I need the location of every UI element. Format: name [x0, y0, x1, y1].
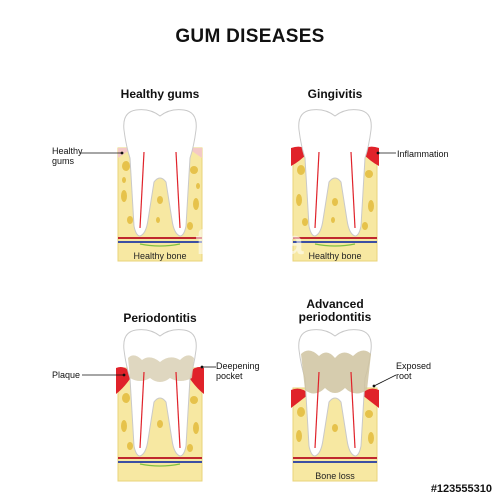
bone-spots — [296, 407, 374, 444]
leader-line-plaque — [82, 373, 126, 377]
root-canals — [314, 371, 356, 449]
tooth-diagram-advanced-periodontitis — [291, 329, 379, 482]
tooth-diagram-gingivitis — [291, 109, 379, 262]
bone-label-bone-loss: Bone loss — [315, 471, 355, 481]
vessels — [118, 457, 202, 467]
vessels — [293, 237, 377, 247]
tooth — [123, 109, 197, 237]
bone-spots — [121, 393, 199, 452]
watermark-brand: fotolia — [195, 224, 305, 262]
panel-title-gingivitis: Gingivitis — [307, 87, 363, 101]
bone-spots — [121, 161, 200, 230]
panel-title-healthy-gums: Healthy gums — [120, 87, 200, 101]
label-inflammation: Inflammation — [397, 149, 449, 159]
root-canals — [314, 151, 356, 229]
label-exposed-root: Exposed root — [396, 361, 432, 381]
plaque-deposit — [128, 355, 194, 382]
label-healthy-gums: Healthy gums — [52, 146, 83, 166]
tooth-diagram-periodontitis — [116, 329, 204, 482]
vessels — [293, 457, 377, 463]
tooth-diagram-healthy — [117, 109, 203, 262]
vessels — [118, 237, 202, 247]
stock-id: #123555310 — [430, 483, 492, 495]
leader-line-inflammation — [376, 151, 396, 155]
bone-label-gingivitis: Healthy bone — [308, 251, 362, 261]
label-plaque: Plaque — [52, 370, 81, 380]
panel-title-advanced-periodontitis: Advanced periodontitis — [298, 297, 372, 324]
root-canals — [139, 371, 181, 449]
leader-line-deepening-pocket — [200, 365, 216, 369]
page-title: GUM DISEASES — [175, 26, 325, 47]
bone-label-healthy: Healthy bone — [133, 251, 187, 261]
label-deepening-pocket: Deepening pocket — [216, 361, 260, 381]
plaque-deposit — [301, 350, 371, 394]
panel-title-periodontitis: Periodontitis — [123, 311, 197, 325]
bone-spots — [296, 165, 374, 230]
inflamed-gum — [291, 388, 379, 408]
root-canals — [139, 151, 181, 229]
tooth — [298, 109, 372, 237]
watermark-sub: by Adobe — [227, 262, 273, 274]
bone-box — [292, 387, 378, 482]
leader-line-exposed-root — [372, 374, 397, 388]
leader-line-healthy-gums — [80, 151, 124, 155]
